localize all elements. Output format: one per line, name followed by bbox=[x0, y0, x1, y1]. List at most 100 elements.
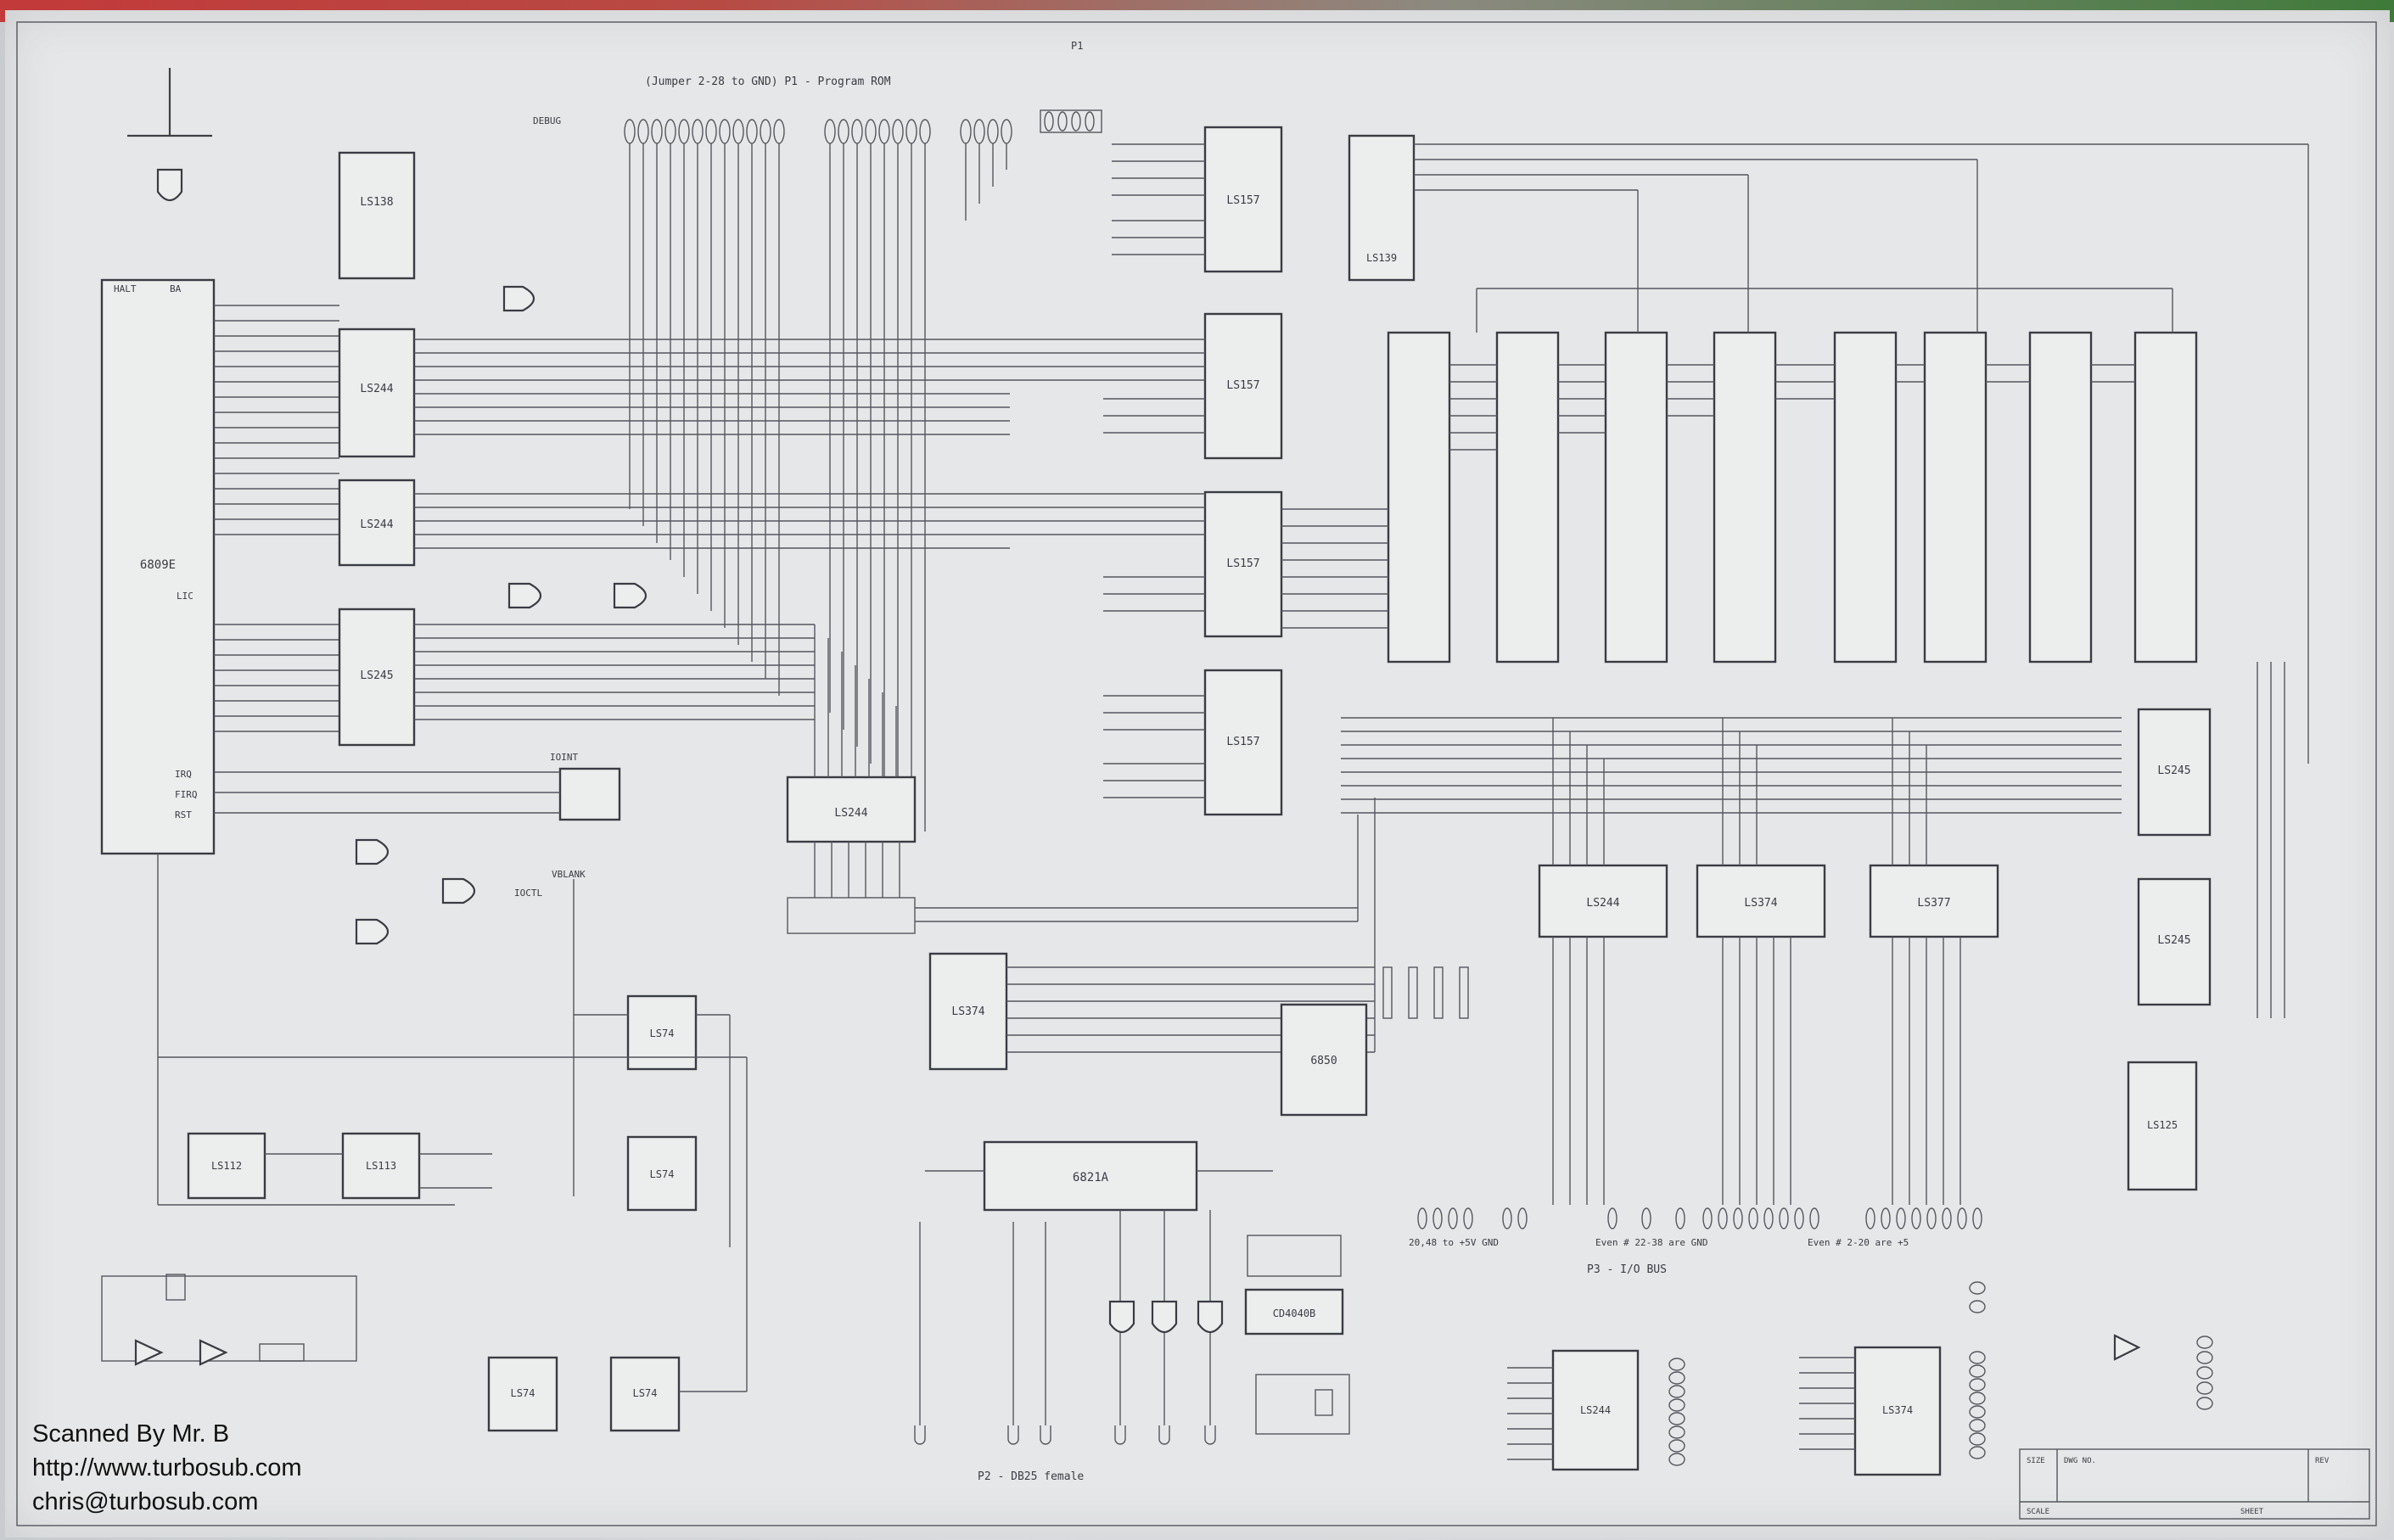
ls245-right-a bbox=[2137, 708, 2212, 837]
ls157-a-label: LS157 bbox=[1226, 194, 1259, 207]
ba-pin-label: BA bbox=[170, 283, 182, 294]
db25-heading: P2 - DB25 female bbox=[978, 1470, 1084, 1483]
oscillator-inverter-b bbox=[199, 1339, 228, 1366]
ls245-a-label: LS245 bbox=[360, 669, 393, 682]
resistor-pack bbox=[787, 897, 916, 934]
p1-header bbox=[1040, 109, 1102, 133]
crystal bbox=[1315, 1389, 1333, 1416]
ls138-chip bbox=[338, 151, 416, 280]
debug-label: DEBUG bbox=[533, 115, 561, 126]
ls244-d-label: LS244 bbox=[834, 807, 867, 820]
ls157-c-label: LS157 bbox=[1226, 557, 1259, 570]
data-bus-lines bbox=[214, 624, 339, 732]
address-bus-lines bbox=[214, 305, 339, 535]
line-driver-gates bbox=[1108, 1300, 1224, 1334]
ls138-label: LS138 bbox=[360, 196, 393, 209]
ls74-d-label: LS74 bbox=[633, 1387, 658, 1399]
title-sheet-label: SHEET bbox=[2240, 1508, 2264, 1516]
ls374-port-latch bbox=[1853, 1346, 1942, 1476]
mc6850-acia bbox=[1280, 1003, 1368, 1117]
ls113-label: LS113 bbox=[366, 1160, 396, 1172]
ls245-right-b bbox=[2137, 877, 2212, 1006]
pullup-resistors bbox=[1382, 966, 1469, 1019]
mc6850-label: 6850 bbox=[1310, 1055, 1337, 1067]
gnd-note-left: 20,48 to +5V GND bbox=[1409, 1237, 1499, 1248]
ls139-decoder bbox=[1348, 134, 1416, 282]
vblank-label: VBLANK bbox=[552, 869, 586, 880]
mux-input-lines bbox=[1010, 143, 1205, 798]
interrupt-selector bbox=[558, 767, 621, 821]
crystal-oscillator-circuit bbox=[1255, 1374, 1350, 1435]
ls244-a-label: LS244 bbox=[360, 383, 393, 395]
clock-oscillator-circuit bbox=[101, 1275, 357, 1362]
p1-label: P1 bbox=[1071, 40, 1083, 52]
clock-jumper bbox=[259, 1343, 305, 1362]
ls125-tristate bbox=[2127, 1061, 2198, 1191]
ls377-label: LS377 bbox=[1917, 897, 1950, 910]
clock-crystal bbox=[165, 1274, 186, 1301]
ls244-buffer-b bbox=[338, 479, 416, 567]
ls245-b-label: LS245 bbox=[2157, 764, 2190, 777]
db25-pins bbox=[914, 1425, 1216, 1445]
title-size-label: SIZE bbox=[2027, 1457, 2045, 1465]
ls374-b-label: LS374 bbox=[951, 1005, 984, 1018]
ls157-mux-c bbox=[1203, 490, 1283, 638]
ls244-e-label: LS244 bbox=[1580, 1404, 1611, 1416]
ls374-latch bbox=[1696, 864, 1826, 938]
control-logic-wires bbox=[157, 771, 748, 1392]
ls157-d-label: LS157 bbox=[1226, 736, 1259, 748]
ls157-b-label: LS157 bbox=[1226, 379, 1259, 392]
ls74-b-label: LS74 bbox=[650, 1168, 675, 1180]
status-leds bbox=[1668, 1281, 2213, 1466]
buffered-data-lines bbox=[414, 624, 815, 720]
scan-credit: Scanned By Mr. B http://www.turbosub.com… bbox=[32, 1417, 302, 1519]
ls244-port-buffer bbox=[1551, 1349, 1640, 1471]
ls113-flipflop bbox=[341, 1132, 421, 1200]
gnd-note-mid: Even # 22-38 are GND bbox=[1595, 1237, 1707, 1248]
p1-pins bbox=[1044, 111, 1095, 132]
halt-pin-label: HALT bbox=[114, 283, 137, 294]
ls157-mux-d bbox=[1203, 669, 1283, 816]
lic-pin-label: LIC bbox=[177, 591, 193, 602]
ram-chip-row bbox=[1387, 331, 2198, 664]
ram-data-bus bbox=[1341, 662, 2285, 1018]
program-rom-heading: (Jumper 2-28 to GND) P1 - Program ROM bbox=[645, 76, 891, 88]
port-input-lines bbox=[1507, 1357, 1855, 1460]
ioctl-label: IOCTL bbox=[514, 888, 542, 899]
ls112-label: LS112 bbox=[211, 1160, 242, 1172]
mc6821-label: 6821A bbox=[1073, 1171, 1109, 1184]
ls74-a-label: LS74 bbox=[650, 1028, 675, 1039]
jumper-block bbox=[1247, 1235, 1342, 1277]
ls244-center-buffer bbox=[786, 776, 917, 843]
led-driver-inverter bbox=[2113, 1334, 2141, 1361]
ls244-c-label: LS244 bbox=[1586, 897, 1619, 910]
title-scale-label: SCALE bbox=[2027, 1508, 2049, 1516]
ls244-io-buffer bbox=[1538, 864, 1668, 938]
ls157-mux-a bbox=[1203, 126, 1283, 273]
io-bus-connector-pins bbox=[1417, 1207, 1982, 1229]
sheet-border bbox=[16, 21, 2377, 1526]
cpu-6809e bbox=[100, 278, 216, 855]
ls374-center-latch bbox=[928, 952, 1008, 1071]
program-rom-vertical-lines bbox=[629, 143, 1007, 832]
ls74-flipflop-d bbox=[609, 1356, 681, 1432]
ls245-c-label: LS245 bbox=[2157, 934, 2190, 947]
ls125-label: LS125 bbox=[2147, 1119, 2178, 1131]
irq-pin-label: IRQ bbox=[175, 769, 192, 780]
credit-line-1: Scanned By Mr. B bbox=[32, 1420, 230, 1448]
firq-pin-label: FIRQ bbox=[175, 789, 198, 800]
ls377-register bbox=[1869, 864, 1999, 938]
ls112-flipflop bbox=[187, 1132, 266, 1200]
ls139-label: LS139 bbox=[1366, 252, 1397, 264]
mc6821-pia bbox=[983, 1140, 1198, 1212]
credit-line-2: http://www.turbosub.com bbox=[32, 1454, 302, 1481]
ls74-flipflop-c bbox=[487, 1356, 558, 1432]
nand-gate bbox=[156, 168, 183, 202]
gnd-note-right: Even # 2-20 are +5 bbox=[1808, 1237, 1909, 1248]
cd4040-counter bbox=[1244, 1288, 1344, 1336]
ls74-flipflop-b bbox=[626, 1135, 698, 1212]
io-bus-heading: P3 - I/O BUS bbox=[1587, 1263, 1667, 1276]
title-block bbox=[2019, 1448, 2370, 1520]
cd4040-label: CD4040B bbox=[1273, 1308, 1316, 1319]
